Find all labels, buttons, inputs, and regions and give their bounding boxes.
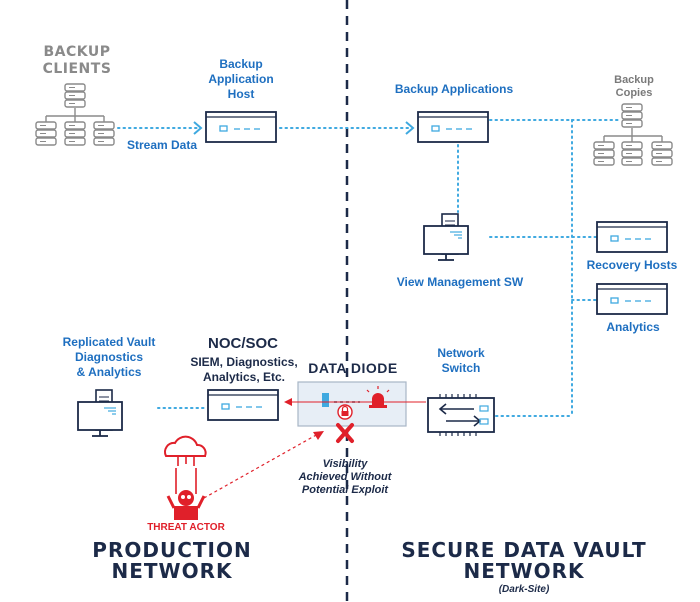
attack-connector (203, 433, 319, 499)
backup-applications-server (417, 111, 489, 143)
threat-actor-icon (164, 435, 207, 520)
analytics-server (596, 283, 668, 315)
backup-copies-label: Backup Copies (614, 74, 654, 99)
backup-application-host-server (205, 111, 277, 143)
data-diode-icon (297, 381, 426, 427)
network-switch-icon (427, 394, 495, 436)
backup-copies-icon (593, 103, 673, 166)
recovery-hosts-label: Recovery Hosts (586, 258, 678, 272)
replicated-vault-label: Replicated Vault Diagnostics & Analytics (62, 335, 156, 379)
view-management-workstation (423, 213, 469, 261)
recovery-hosts-server (596, 221, 668, 253)
visibility-label: Visibility Achieved Without Potential Ex… (298, 458, 392, 496)
blocked-x-icon (336, 423, 354, 443)
threat-actor-label: THREAT ACTOR (147, 522, 225, 533)
siem-label: SIEM, Diagnostics, Analytics, Etc. (190, 355, 298, 384)
backup-applications-label: Backup Applications (394, 82, 514, 96)
noc-soc-label: NOC/SOC (207, 335, 278, 352)
analytics-label: Analytics (606, 320, 660, 334)
noc-soc-server (207, 389, 279, 421)
production-network-label: PRODUCTION NETWORK (92, 538, 252, 583)
network-switch-label: Network Switch (437, 346, 485, 375)
stream-data-label: Stream Data (126, 138, 198, 152)
backup-clients-label: BACKUP CLIENTS (42, 44, 112, 77)
view-management-label: View Management SW (396, 275, 524, 289)
backup-app-host-label: Backup Application Host (208, 57, 274, 101)
secure-vault-network-label: SECURE DATA VAULT NETWORK (401, 538, 647, 583)
replicated-vault-workstation (77, 389, 123, 437)
data-diode-label: DATA DIODE (308, 360, 398, 376)
dark-site-label: (Dark-Site) (498, 584, 550, 595)
backup-clients-icon (35, 83, 115, 146)
